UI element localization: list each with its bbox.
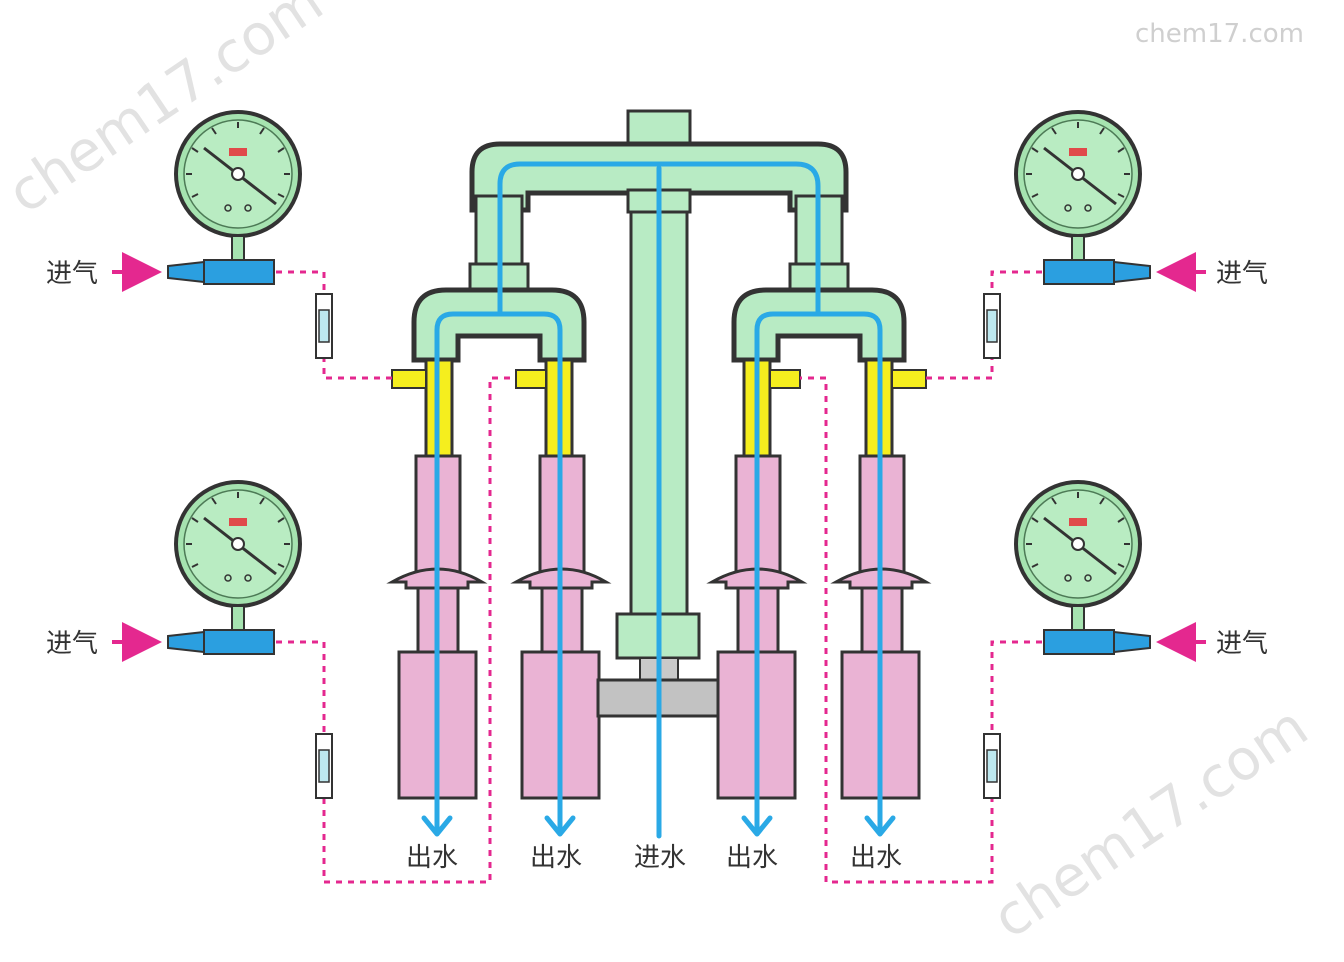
- check-valve-2: [315, 733, 333, 799]
- water-line-top-left: [497, 161, 662, 315]
- air-valve-bottom-left: [167, 629, 275, 655]
- air-line-top-left: [276, 270, 392, 380]
- water-arrow-4: [864, 815, 896, 837]
- pressure-gauge-top-right: [1014, 110, 1142, 263]
- water-flow-lines: [421, 161, 896, 839]
- label-water-out-2: 出水: [530, 843, 582, 873]
- label-water-out-3: 出水: [726, 843, 778, 873]
- air-line-bottom-right: [800, 376, 1042, 884]
- label-air-in-top-right: 进气: [1216, 259, 1268, 289]
- yellow-side-port-4: [891, 369, 927, 389]
- check-valve-3: [983, 293, 1001, 359]
- yellow-side-port-2: [515, 369, 547, 389]
- air-valves: [167, 259, 1151, 655]
- water-line-arch-right: [754, 311, 883, 833]
- label-water-in: 进水: [634, 843, 686, 873]
- watermark-diagonal-bottom-right: chem17.com: [981, 694, 1319, 951]
- label-air-in-bottom-right: 进气: [1216, 629, 1268, 659]
- check-valve-1: [315, 293, 333, 359]
- check-valve-4: [983, 733, 1001, 799]
- labels: 进气 进气 进气 进气 出水 出水 进水 出水 出水: [46, 259, 1268, 873]
- label-water-out-4: 出水: [850, 843, 902, 873]
- yellow-side-port-1: [391, 369, 427, 389]
- air-valve-top-left: [167, 259, 275, 285]
- air-inlet-arrows: [112, 252, 1206, 662]
- watermark-corner: chem17.com: [1135, 19, 1304, 49]
- label-air-in-bottom-left: 进气: [46, 629, 98, 659]
- water-line-arch-left: [434, 311, 563, 833]
- label-air-in-top-left: 进气: [46, 259, 98, 289]
- water-line-top-right: [656, 161, 821, 315]
- water-arrow-1: [421, 815, 453, 837]
- pressure-gauge-bottom-left: [174, 480, 302, 633]
- manifold-top-cap: [626, 109, 692, 147]
- pressure-gauge-bottom-right: [1014, 480, 1142, 633]
- label-water-out-1: 出水: [406, 843, 458, 873]
- air-line-bottom-left: [276, 376, 516, 884]
- pink-columns: [386, 454, 932, 800]
- air-line-top-right: [926, 270, 1042, 380]
- air-valve-top-right: [1043, 259, 1151, 285]
- pressure-gauge-top-left: [174, 110, 302, 263]
- water-arrow-3: [741, 815, 773, 837]
- yellow-side-port-3: [769, 369, 801, 389]
- water-arrow-2: [544, 815, 576, 837]
- check-valves: [315, 293, 1001, 799]
- air-valve-bottom-right: [1043, 629, 1151, 655]
